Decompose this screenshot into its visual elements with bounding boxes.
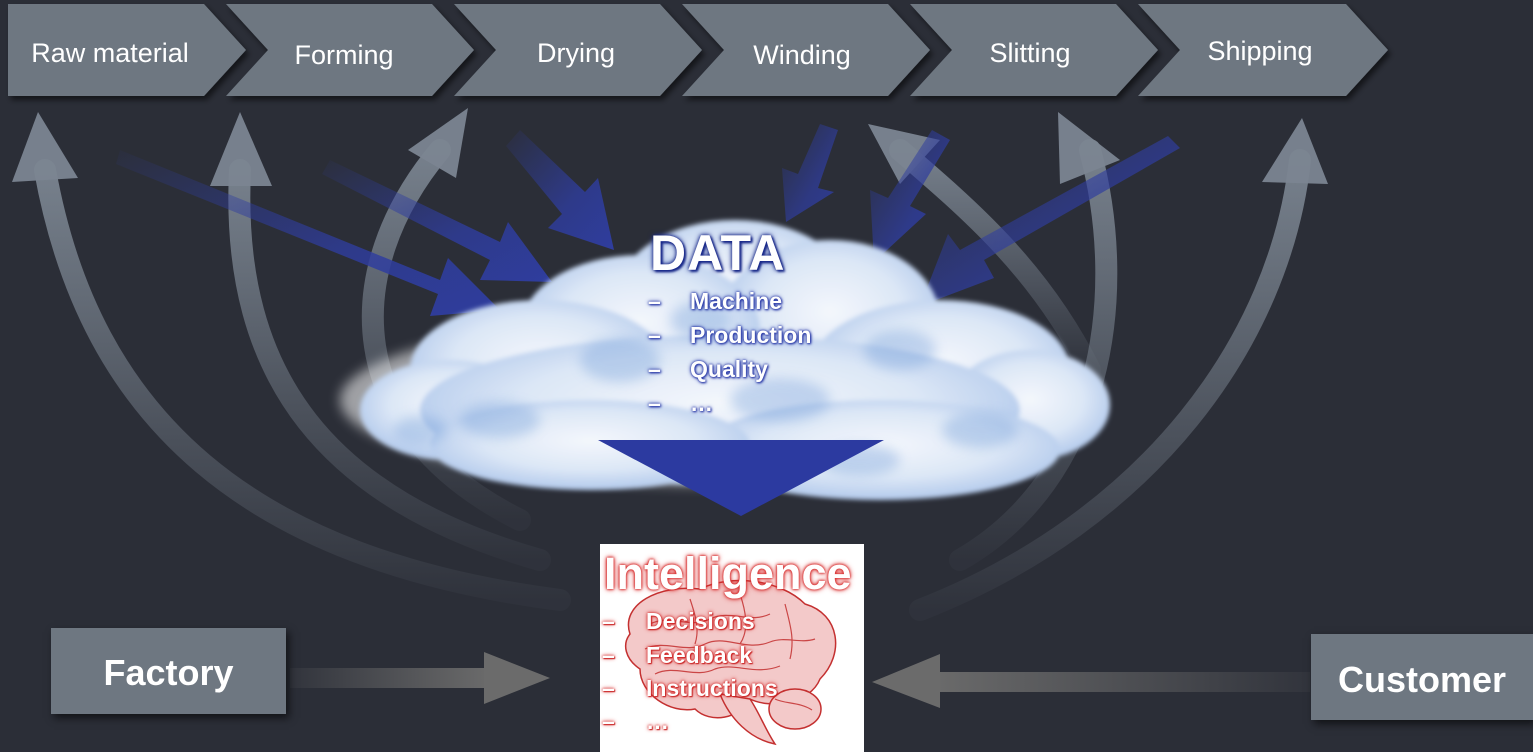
step-label-winding: Winding	[753, 40, 851, 70]
intelligence-dash: –	[602, 608, 615, 634]
data-item-production: – Production	[648, 322, 811, 349]
step-label-forming: Forming	[294, 40, 394, 70]
data-dash: –	[648, 322, 661, 348]
data-arrow-shipping	[920, 136, 1180, 306]
intelligence-item-label: …	[646, 708, 669, 734]
arrowhead-drying	[408, 108, 468, 178]
chevron-slitting	[910, 4, 1158, 96]
intelligence-dash: –	[602, 642, 615, 668]
data-arrow-raw-material	[116, 150, 500, 316]
chevron-raw-material	[8, 4, 246, 96]
feedback-arrow-shipping	[909, 149, 1311, 621]
data-item-more: –…	[648, 390, 713, 417]
factory-box: Factory	[51, 628, 286, 714]
chevron-shipping	[1138, 4, 1388, 96]
step-label-raw-material: Raw material	[31, 38, 189, 68]
arrowhead-slitting	[1058, 112, 1120, 184]
data-dash: –	[648, 390, 661, 416]
feedback-arrow-forming	[228, 159, 551, 571]
feedback-arrowheads	[12, 108, 1328, 186]
data-arrow-winding	[782, 124, 838, 222]
intelligence-item-more: –…	[602, 708, 669, 735]
intelligence-title: Intelligence	[604, 548, 852, 599]
step-label-drying: Drying	[536, 38, 616, 68]
data-dash: –	[648, 356, 661, 382]
intelligence-item-instructions: – Instructions	[602, 675, 778, 702]
data-dash: –	[648, 288, 661, 314]
intelligence-item-label: Instructions	[646, 675, 778, 701]
customer-box: Customer	[1311, 634, 1533, 720]
arrowhead-forming	[210, 112, 272, 186]
data-item-label: Quality	[690, 356, 768, 382]
chevron-forming	[226, 4, 474, 96]
arrowhead-raw-material	[12, 112, 78, 182]
data-item-label: …	[690, 390, 713, 416]
arrowhead-shipping	[1262, 118, 1328, 184]
data-cloud	[340, 220, 1110, 500]
arrowhead-winding	[868, 124, 940, 184]
brain-icon	[624, 579, 837, 746]
data-item-quality: – Quality	[648, 356, 768, 383]
data-arrow-drying	[506, 130, 614, 250]
chevron-winding	[682, 4, 930, 96]
data-arrows	[116, 124, 1180, 316]
intelligence-dash: –	[602, 708, 615, 734]
intelligence-panel: Intelligence – Decisions – Feedback – Instr…	[600, 544, 864, 752]
chevron-drying	[454, 4, 702, 96]
intelligence-item-feedback: – Feedback	[602, 642, 752, 669]
intelligence-item-label: Feedback	[646, 642, 753, 668]
step-label-shipping: Shipping	[1207, 36, 1313, 66]
intelligence-item-label: Decisions	[646, 608, 755, 634]
process-chevrons	[8, 4, 1388, 96]
data-item-label: Machine	[690, 288, 783, 314]
feedback-arrow-raw-material	[34, 159, 571, 611]
customer-arrow	[872, 654, 1310, 708]
data-arrow-slitting	[870, 130, 950, 262]
data-item-label: Production	[690, 322, 812, 348]
data-item-machine: – Machine	[648, 288, 782, 315]
intelligence-dash: –	[602, 675, 615, 701]
data-title: DATA	[650, 225, 786, 281]
intelligence-item-decisions: – Decisions	[602, 608, 755, 635]
factory-arrow	[290, 652, 550, 704]
cloud-to-intelligence-arrow	[598, 440, 884, 516]
step-label-slitting: Slitting	[989, 38, 1071, 68]
data-arrow-forming	[322, 160, 552, 282]
